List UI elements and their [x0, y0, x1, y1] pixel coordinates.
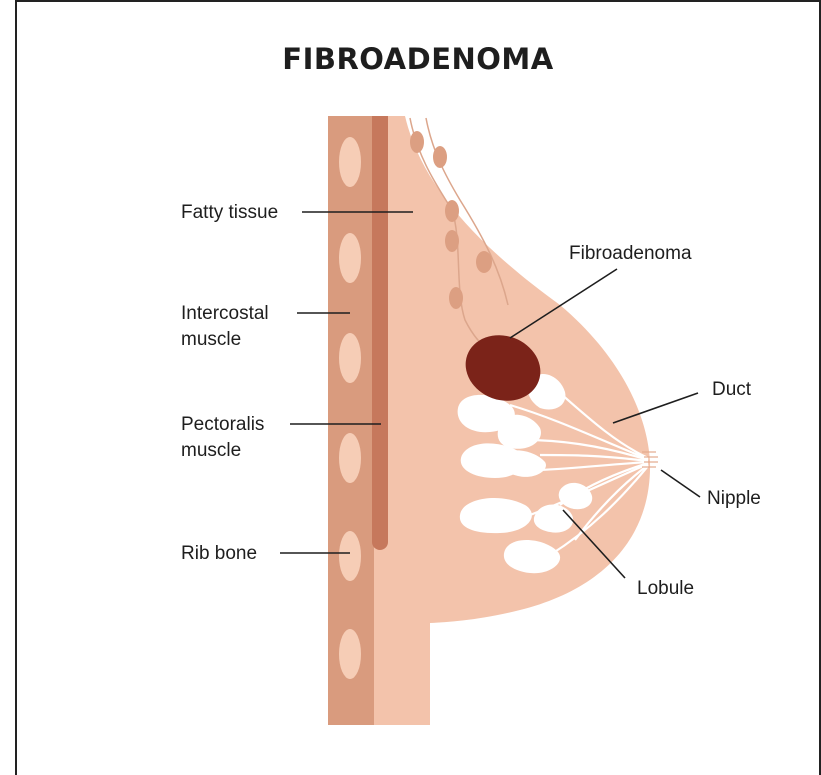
label-intercostal-line2: muscle [181, 328, 241, 351]
rib-bone [339, 333, 361, 383]
lymph-node [410, 131, 424, 153]
rib-bone [339, 137, 361, 187]
label-fibroadenoma: Fibroadenoma [569, 242, 692, 265]
rib-bone [339, 629, 361, 679]
lymph-node [445, 200, 459, 222]
lymph-node [449, 287, 463, 309]
label-nipple: Nipple [707, 487, 761, 510]
lymph-node [476, 251, 492, 273]
label-pectoralis-line1: Pectoralis [181, 413, 264, 436]
lymph-node [433, 146, 447, 168]
pectoralis-muscle-top [372, 116, 388, 136]
label-rib-bone: Rib bone [181, 542, 257, 565]
lymph-node [445, 230, 459, 252]
rib-bone [339, 233, 361, 283]
label-duct: Duct [712, 378, 751, 401]
rib-bone [339, 433, 361, 483]
label-intercostal-line1: Intercostal [181, 302, 269, 325]
leader-line-nipple [661, 470, 700, 497]
label-pectoralis-line2: muscle [181, 439, 241, 462]
label-lobule: Lobule [637, 577, 694, 600]
lobule [460, 498, 532, 533]
pectoralis-muscle [372, 116, 388, 550]
label-fatty-tissue: Fatty tissue [181, 201, 278, 224]
rib-bone [339, 531, 361, 581]
